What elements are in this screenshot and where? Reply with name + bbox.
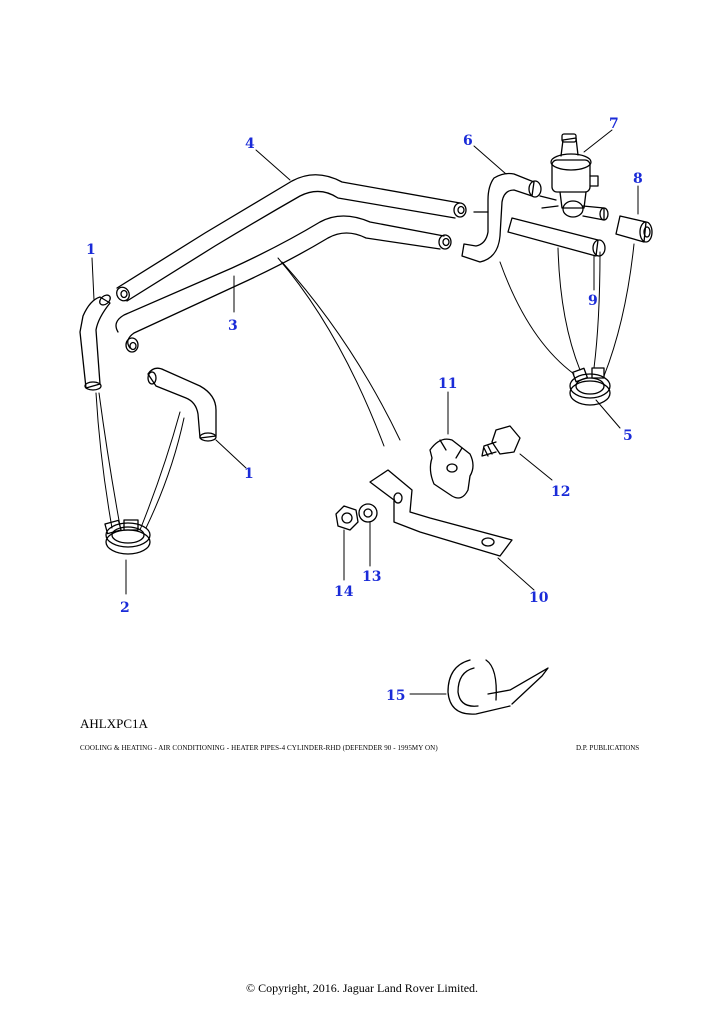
callout-2: 2 (120, 600, 130, 616)
publisher-label: D.P. PUBLICATIONS (576, 744, 640, 752)
callout-1-right: 1 (244, 466, 254, 482)
valve-7 (539, 133, 609, 221)
callout-12: 12 (551, 484, 570, 500)
callout-10: 10 (529, 590, 549, 606)
hose-6 (461, 172, 542, 263)
callout-6: 6 (463, 133, 473, 149)
clamp-11 (429, 438, 474, 499)
hose-9 (507, 217, 606, 257)
callout-4: 4 (245, 136, 255, 152)
bracket-10 (369, 469, 513, 557)
diagram-caption: COOLING & HEATING - AIR CONDITIONING - H… (80, 744, 438, 752)
heater-pipe-3 (115, 215, 452, 353)
callout-7: 7 (609, 116, 619, 132)
hose-8 (615, 215, 653, 243)
diagram-code: AHLXPC1A (80, 716, 148, 731)
hose-1-left (79, 294, 111, 391)
hose-clip-5 (569, 367, 611, 406)
callout-15: 15 (386, 688, 405, 704)
callout-1-left: 1 (86, 242, 96, 258)
heater-pipe-4 (116, 174, 467, 302)
washer-13 (358, 503, 378, 523)
callout-13: 13 (362, 569, 381, 585)
callout-11: 11 (438, 376, 457, 392)
callout-3: 3 (228, 318, 238, 334)
hose-1-right (147, 367, 217, 442)
nut-14 (335, 505, 359, 531)
callout-14: 14 (334, 584, 354, 600)
cable-tie-15 (447, 659, 549, 715)
copyright-notice: © Copyright, 2016. Jaguar Land Rover Lim… (245, 981, 479, 995)
hose-clip-2 (104, 519, 151, 555)
bolt-12 (481, 425, 521, 457)
callout-8: 8 (633, 171, 643, 187)
callout-5: 5 (623, 428, 633, 444)
callout-9: 9 (588, 293, 598, 309)
